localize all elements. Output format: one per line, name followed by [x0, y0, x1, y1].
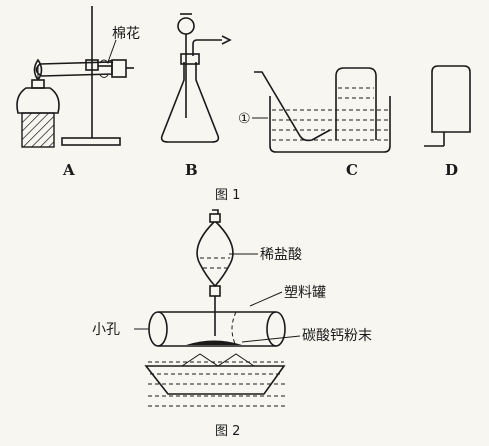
- powder-label: 碳酸钙粉末: [302, 328, 372, 344]
- label-c: C: [346, 161, 358, 179]
- test-tube: [35, 59, 134, 78]
- apparatus-figure2: 稀盐酸 塑料罐 小孔 碳酸钙粉末: [92, 209, 372, 407]
- separatory-funnel: [196, 209, 234, 336]
- apparatus-b: B: [160, 13, 232, 179]
- acid-label: 稀盐酸: [260, 247, 302, 263]
- marker-one: ①: [238, 111, 251, 127]
- apparatus-a: 棉花 A: [16, 6, 140, 179]
- apparatus-c: ① C: [238, 67, 391, 179]
- figure1-caption: 图 1: [215, 188, 240, 203]
- label-d: D: [445, 161, 458, 179]
- water-lines: [272, 109, 388, 141]
- apparatus-d: D: [424, 65, 471, 179]
- label-a: A: [62, 161, 75, 179]
- hole-label: 小孔: [92, 322, 120, 338]
- label-b: B: [185, 161, 198, 179]
- alcohol-lamp: [16, 58, 60, 148]
- plastic-can: [148, 311, 286, 347]
- iron-stand: [61, 6, 121, 146]
- figure2-caption: 图 2: [215, 424, 240, 439]
- water-trough: [144, 353, 286, 407]
- can-label: 塑料罐: [284, 285, 326, 301]
- cotton-label: 棉花: [112, 25, 140, 42]
